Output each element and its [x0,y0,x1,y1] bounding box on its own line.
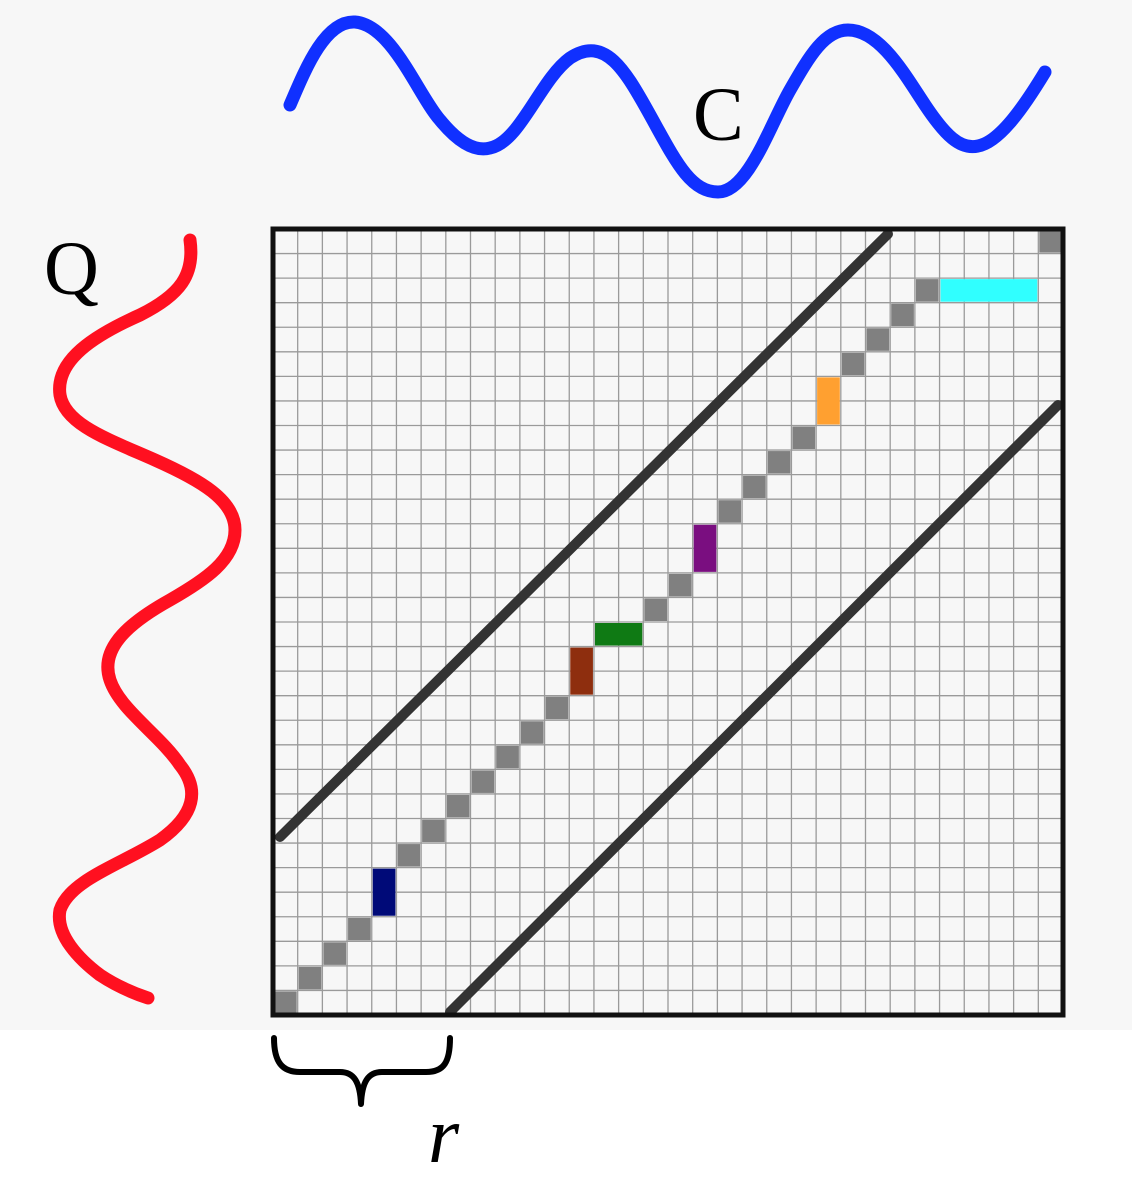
warping-path-cell [866,328,890,351]
warping-path-highlight-cell [570,647,593,695]
warping-path-cell [422,819,445,843]
warping-path-cell [274,991,297,1014]
warping-path-highlight-cell [693,524,717,572]
band-lower-boundary [445,400,1063,1017]
warping-path-cell [471,770,495,793]
warping-path-cell [891,303,914,327]
warping-path-highlight-cell [594,623,643,646]
warping-path-cell [792,426,816,450]
window-label-r: r [428,1092,460,1180]
band-upper-boundary [275,229,893,842]
warping-path-cell [323,942,347,965]
warping-path-cell [915,279,939,302]
matrix-frame [270,226,1066,1018]
warping-path-cell [1039,230,1062,253]
warping-path-cell [767,451,791,474]
warping-path-cell [348,917,371,941]
series-q-curve [52,233,242,1005]
series-c-curve [283,15,1052,199]
warping-path-cell [669,573,692,597]
warping-path-cell [545,696,569,720]
warping-path-cell [298,966,322,990]
dtw-cost-matrix [273,229,1063,1015]
window-brace [271,1035,453,1107]
matrix-grid [273,229,1063,1015]
warping-path-cell [718,500,742,523]
series-q-label: Q [44,227,99,311]
warping-path-highlight-cell [817,377,840,425]
warping-path-highlight-cell [372,868,396,916]
warping-path-cell [446,794,470,818]
warping-path-cell [397,844,421,867]
warping-path-cell [743,475,766,499]
warping-path-cell [496,745,519,769]
warping-path-cell [644,598,667,621]
warping-path-cell [520,721,544,744]
series-c-label: C [693,73,744,157]
warping-path [274,230,1062,1014]
warping-path-highlight-cell [940,279,1038,302]
warping-path-cell [841,352,865,376]
